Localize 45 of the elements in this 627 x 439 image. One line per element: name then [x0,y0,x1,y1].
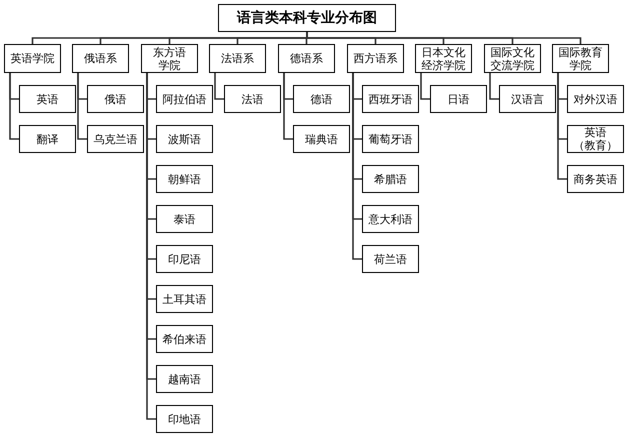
major-box: 土耳其语 [156,285,213,313]
department-box: 国际教育学院 [552,44,609,73]
connector-line [9,73,19,140]
major-box: 俄语 [87,85,144,113]
major-box: 荷兰语 [362,245,419,273]
major-box: 商务英语 [567,165,624,193]
major-box: 阿拉伯语 [156,85,213,113]
connector-line [352,73,362,260]
connector-line [420,73,430,100]
major-box: 葡萄牙语 [362,125,419,153]
major-box: 瑞典语 [293,125,350,153]
major-box: 法语 [224,85,281,113]
connector-line [306,32,582,44]
connector-line [214,73,224,100]
major-box: 日语 [430,85,487,113]
major-box: 越南语 [156,365,213,393]
major-box: 对外汉语 [567,85,624,113]
connector-line [557,73,567,180]
major-box: 西班牙语 [362,85,419,113]
title-box: 语言类本科专业分布图 [218,4,396,32]
department-box: 德语系 [278,44,335,73]
department-box: 法语系 [209,44,266,73]
major-box: 英语（教育） [567,125,624,153]
major-box: 泰语 [156,205,213,233]
major-box: 意大利语 [362,205,419,233]
major-box: 翻译 [19,125,76,153]
department-box: 东方语学院 [141,44,198,73]
major-box: 印地语 [156,405,213,433]
major-box: 希伯来语 [156,325,213,353]
department-box: 日本文化经济学院 [415,44,472,73]
department-box: 俄语系 [72,44,129,73]
major-box: 乌克兰语 [87,125,144,153]
department-box: 英语学院 [4,44,61,73]
major-box: 德语 [293,85,350,113]
major-box: 汉语言 [499,85,556,113]
connector-line [283,73,293,140]
major-box: 印尼语 [156,245,213,273]
major-box: 波斯语 [156,125,213,153]
department-box: 西方语系 [347,44,404,73]
major-box: 英语 [19,85,76,113]
connector-line [489,73,499,100]
department-box: 国际文化交流学院 [484,44,541,73]
connector-line [77,73,87,140]
major-box: 朝鲜语 [156,165,213,193]
major-box: 希腊语 [362,165,419,193]
